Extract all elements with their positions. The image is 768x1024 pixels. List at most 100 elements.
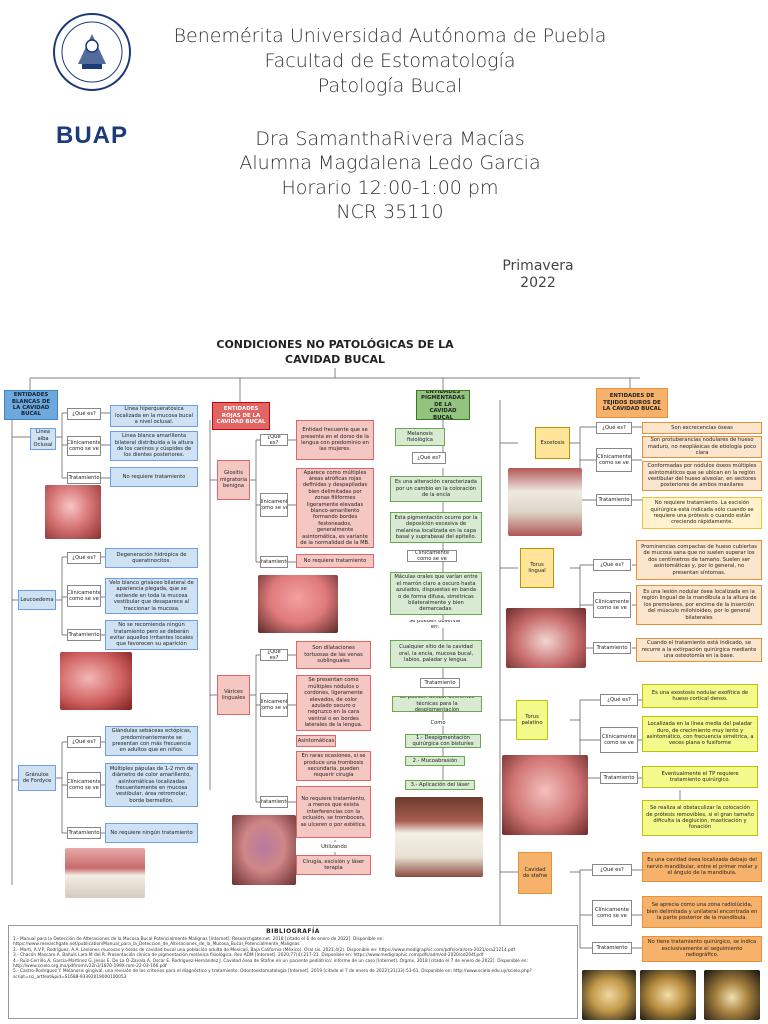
stafne-clinical: Se aprecia como una zona radiolúcida, bi… (642, 896, 762, 928)
year: 2022 (520, 275, 556, 291)
pigmented-entities-header: ENTIDADES PIGMENTADAS DE LA CAVIDAD BUCA… (416, 390, 470, 420)
linea-alba-clinical: Línea blanca amarillenta bilateral distr… (110, 431, 198, 461)
linea-alba-photo (45, 485, 101, 539)
torus-lingual-what: Prominencias compactas de hueso cubierta… (636, 540, 762, 580)
fordyce-what: Glándulas sebáceas ectópicas, predominan… (105, 726, 198, 756)
bibliography-title: BIBLIOGRAFÍA (266, 928, 320, 935)
stafne-radiograph-1 (582, 970, 636, 1020)
map-title-line2: CAVIDAD BUCAL (285, 353, 385, 366)
bibliography-item: 3.- Chacón Mascaro A. Bañuls Lara M del … (13, 953, 484, 959)
leucoedema-what-label: ¿Qué es? (67, 552, 101, 564)
stafne-clinical-label: Clínicamente como se ve (592, 900, 632, 926)
varices-photo (232, 815, 296, 885)
varices-clinical: Se presentan como múltiples nódulos o co… (296, 675, 371, 731)
subject-name: Patología Bucal (317, 75, 463, 97)
torus-lingual-what-label: ¿Qué es? (593, 559, 631, 571)
stafne-what: Es una cavidad ósea localizada debajo de… (642, 852, 762, 882)
varices-what: Son dilataciones tortuosas de las venas … (296, 641, 371, 669)
fordyce-title: Gránulos de Fordyce (18, 765, 56, 791)
fordyce-treatment: No requiere ningún tratamiento (105, 823, 198, 843)
glositis-title: Glositis migratoria benigna (217, 460, 250, 500)
glositis-clinical-label: Clínicamente como se ve (260, 493, 288, 517)
torus-palatino-what-label: ¿Qué es? (600, 694, 638, 706)
map-title-line1: CONDICIONES NO PATOLÓGICAS DE LA (216, 338, 454, 351)
torus-lingual-clinical-label: Clínicamente como se ve (593, 592, 631, 618)
stafne-treatment: No tiene tratamiento quirúrgico, se indi… (642, 936, 762, 962)
leucoedema-clinical: Velo blanco grisáceo bilateral de aparie… (105, 578, 198, 614)
stafne-radiograph-2 (640, 970, 696, 1020)
varices-thrombosis: En raras ocasiones, si se produce una tr… (296, 751, 371, 781)
melanosis-technique-1: 1.- Despigmentación quirúrgica con bistu… (405, 734, 481, 748)
torus-palatino-photo (502, 755, 588, 835)
exostosis-clinical: Son protuberancias nodulares de hueso ma… (642, 436, 762, 458)
exostosis-treatment: No requiere tratamiento. La escisión qui… (642, 497, 762, 529)
bibliography: BIBLIOGRAFÍA 1.- Manual para la Detecció… (8, 925, 578, 1019)
melanosis-what-label: ¿Qué es? (412, 452, 446, 464)
bibliography-item: 2.- Martí, A.V.P, Rodríguez, A.A. Lesion… (13, 947, 516, 953)
faculty-name: Facultad de Estomatología (264, 50, 516, 72)
varices-using-label: Utilizando (314, 842, 354, 852)
melanosis-photo (395, 797, 483, 877)
linea-alba-what: Línea hiperqueratósica localizada en la … (110, 405, 198, 427)
torus-palatino-treatment: Eventualmente el TP requiere tratamiento… (642, 766, 758, 788)
schedule: Horario 12:00-1:00 pm (281, 177, 499, 199)
student-name: Alumna Magdalena Ledo Garcia (239, 152, 541, 174)
varices-asymptomatic: Asintomáticas (296, 735, 336, 747)
fordyce-treatment-label: Tratamiento (67, 827, 101, 839)
varices-treatment-label: Tratamiento (260, 796, 288, 808)
linea-alba-title: Línea alba Oclusal (30, 428, 56, 450)
torus-palatino-what: Es una exostosis nodular exofítica de hu… (642, 684, 758, 708)
fordyce-what-label: ¿Qué es? (67, 736, 101, 748)
melanosis-treatment-label: Tratamiento (420, 678, 460, 688)
torus-palatino-clinical: Localizada en la línea media del paladar… (642, 716, 758, 752)
stafne-title: Cavidad de stafne (518, 852, 552, 894)
glositis-clinical: Aparece como múltiples áreas atróficas r… (296, 468, 374, 548)
melanosis-technique-2: 2.- Mucoabrasión (405, 756, 465, 766)
torus-lingual-photo (506, 608, 586, 668)
exostosis-what: Son excrecencias óseas (642, 422, 762, 434)
glositis-what-label: ¿Qué es? (260, 434, 288, 446)
leucoedema-treatment: No se recomienda ningún tratamiento pero… (105, 620, 198, 650)
melanosis-sites: Cualquier sitio de la cavidad oral, la e… (390, 640, 482, 668)
teacher-name: Dra SamanthaRivera Macías (255, 128, 525, 150)
linea-alba-what-label: ¿Qué es? (67, 408, 101, 420)
melanosis-title: Melanosis fisiológica (395, 428, 445, 446)
melanosis-clinical: Máculas orales que varían entre el marró… (390, 572, 482, 615)
torus-palatino-treatment2: Se realiza al obstaculizar la colocación… (642, 800, 758, 836)
torus-lingual-clinical: Es una lesión nodular ósea localizada en… (636, 585, 762, 625)
fordyce-photo (65, 848, 145, 898)
exostosis-clinical2: Conformadas por nódulos óseos múltiples … (642, 461, 762, 491)
melanosis-what2: Esta pigmentación ocurre por la deposici… (390, 512, 482, 543)
melanosis-technique-3: 3.- Aplicación del láser (405, 780, 475, 790)
torus-lingual-title: Torus lingual (520, 548, 554, 588)
leucoedema-what: Degeneración hidrópica de queratinocitos… (105, 548, 198, 568)
leucoedema-title: Leucoedema (18, 590, 56, 610)
torus-lingual-treatment-label: Tratamiento (593, 642, 631, 654)
glositis-what: Entidad frecuente que se presenta en el … (296, 420, 374, 460)
university-name: Benemérita Universidad Autónoma de Puebl… (173, 25, 607, 47)
leucoedema-clinical-label: Clínicamente como se ve (67, 585, 101, 607)
white-entities-header: ENTIDADES BLANCAS DE LA CAVIDAD BUCAL (4, 390, 58, 420)
varices-what-label: ¿Qué es? (260, 649, 288, 661)
ncr-code: NCR 35110 (336, 201, 444, 223)
exostosis-clinical-label: Clínicamente como se ve (596, 448, 632, 472)
exostosis-title: Exostosis (535, 427, 570, 459)
exostosis-photo (508, 468, 582, 536)
varices-surgery: Cirugía, escisión y láser terapia (296, 855, 371, 875)
stafne-radiograph-3 (704, 970, 760, 1020)
linea-alba-treatment: No requiere tratamiento (110, 467, 198, 487)
melanosis-clinical-label: Clínicamente como se ve (407, 550, 457, 562)
varices-treatment: No requiere tratamiento, a menos que exi… (296, 786, 371, 838)
season: Primavera (502, 258, 574, 274)
leucoedema-treatment-label: Tratamiento (67, 629, 101, 641)
torus-palatino-title: Torus palatino (516, 700, 548, 740)
melanosis-options: Se pueden utilizar diferentes técnicas p… (392, 696, 482, 712)
bibliography-item: 5.- Castro-Rodríguez Y. Melanosis gingiv… (13, 969, 532, 980)
stafne-treatment-label: Tratamiento (592, 942, 632, 954)
torus-palatino-clinical-label: Clínicamente como se ve (600, 727, 638, 753)
glositis-photo (258, 575, 338, 633)
torus-lingual-treatment: Cuando el tratamiento está indicado, se … (636, 638, 762, 662)
hard-tissue-entities-header: ENTIDADES DE TEJIDOS DUROS DE LA CAVIDAD… (596, 388, 668, 418)
fordyce-clinical-label: Clínicamente como se ve (67, 772, 101, 798)
melanosis-what: Es una alteración caracterizada por un c… (390, 476, 482, 502)
